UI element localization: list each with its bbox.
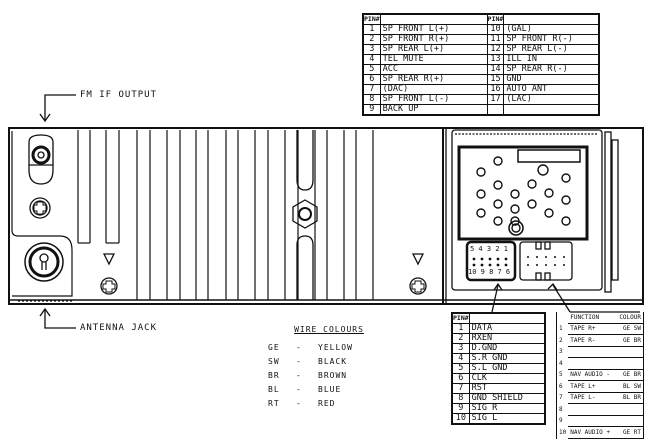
legend-item: RT-RED [268,399,336,408]
function-header: FUNCTION [568,312,616,324]
wire-colours-title: WIRE COLOURS [294,325,364,334]
table-row: 9 [557,415,643,427]
pin-header-left: PIN# [363,14,381,25]
legend-item: SW-BLACK [268,357,348,366]
colour-header: COLOUR [615,312,643,324]
table-row: 4 [557,357,643,370]
legend-item: GE-YELLOW [268,343,353,352]
small-connector-bottom-pin-labels: 10 9 8 7 6 [468,268,511,276]
table-row: 3 [557,346,643,358]
wire-colours-legend: WIRE COLOURS GE-YELLOW SW-BLACK BR-BROWN… [268,325,378,413]
pin-header-right: PIN# [486,14,505,25]
legend-item: BR-BROWN [268,371,348,380]
small-connector-top-pin-labels: 5 4 3 2 1 [470,245,508,253]
antenna-jack-label: ANTENNA JACK [80,323,158,333]
legend-item: BL-BLUE [268,385,342,394]
fm-if-output-label: FM IF OUTPUT [80,90,158,100]
pin-header: PIN# [452,313,470,324]
table-row: 8 [557,403,643,416]
